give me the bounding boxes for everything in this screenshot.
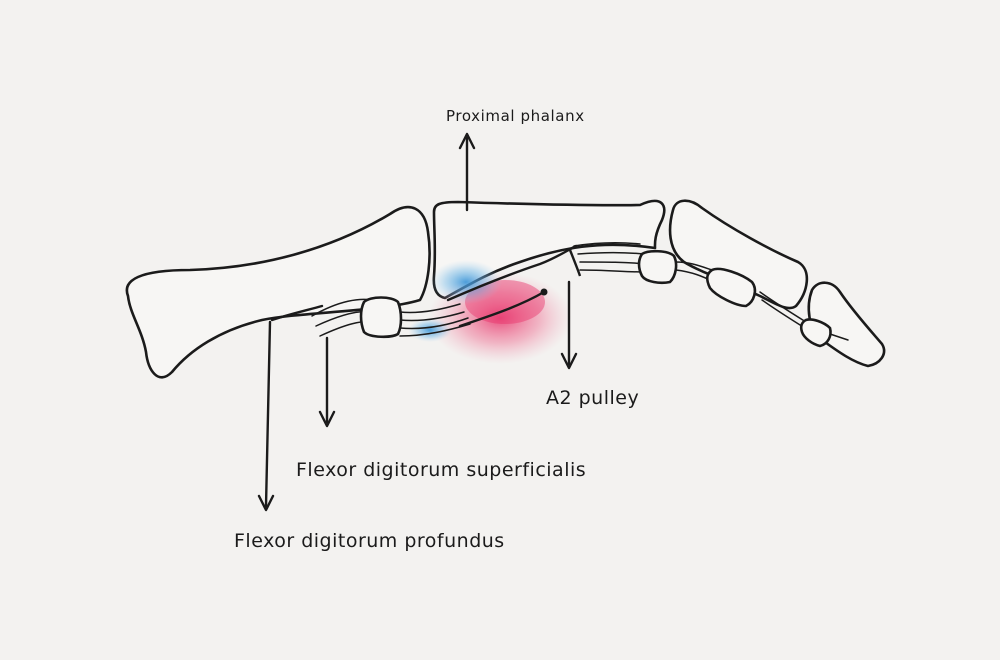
a1-pulley [359, 296, 403, 339]
rupture-point [540, 288, 548, 296]
fds-callout: Flexor digitorum superficialis [296, 336, 586, 481]
injury-blue-low [408, 318, 452, 342]
injury-blue-wash [430, 260, 502, 304]
fds-label: Flexor digitorum superficialis [296, 459, 586, 481]
a2-pulley-shape [568, 249, 582, 277]
pulleys [359, 249, 832, 348]
a4-pulley [705, 267, 757, 308]
proximal-phalanx-callout: Proximal phalanx [446, 107, 585, 212]
fdp-label: Flexor digitorum profundus [234, 530, 505, 552]
fdp-callout: Flexor digitorum profundus [234, 320, 505, 552]
a2-pulley-label: A2 pulley [546, 387, 639, 409]
metacarpal-bone [125, 205, 431, 379]
a3-pulley [637, 249, 678, 285]
proximal-phalanx-label: Proximal phalanx [446, 107, 585, 125]
a2-pulley-callout: A2 pulley [546, 280, 639, 409]
a5-pulley [799, 318, 832, 348]
